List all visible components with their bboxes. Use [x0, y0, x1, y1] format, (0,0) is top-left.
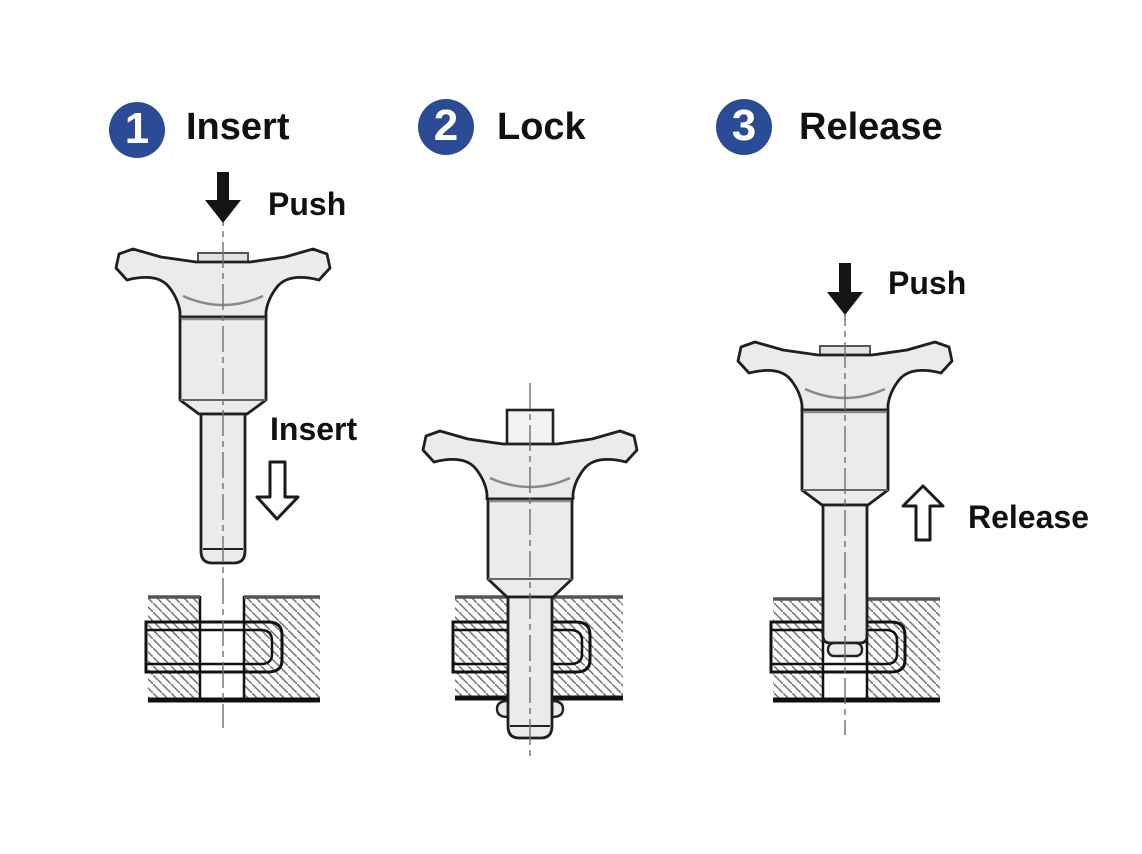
insert-arrow-icon	[255, 460, 300, 521]
step-badge-2: 2	[418, 99, 474, 155]
step-number-3: 3	[731, 101, 757, 150]
step-title-release: Release	[799, 106, 943, 148]
step-badge-3: 3	[716, 99, 772, 155]
step-title-insert: Insert	[186, 106, 290, 148]
step-badge-1: 1	[109, 102, 165, 158]
base-block-step1	[144, 595, 320, 703]
lock-balls-icon	[495, 699, 565, 719]
step-number-2: 2	[433, 101, 459, 150]
pin-drawing-step2	[421, 408, 639, 740]
step-number-1: 1	[124, 104, 150, 153]
push-label-step1: Push	[268, 186, 347, 222]
push-label-step3: Push	[888, 265, 967, 301]
release-label: Release	[968, 499, 1089, 535]
push-arrow-icon-step1	[205, 172, 241, 223]
release-arrow-icon	[901, 484, 945, 542]
step-title-lock: Lock	[497, 106, 586, 148]
push-arrow-icon-step3	[827, 263, 863, 315]
insert-label: Insert	[270, 411, 358, 447]
